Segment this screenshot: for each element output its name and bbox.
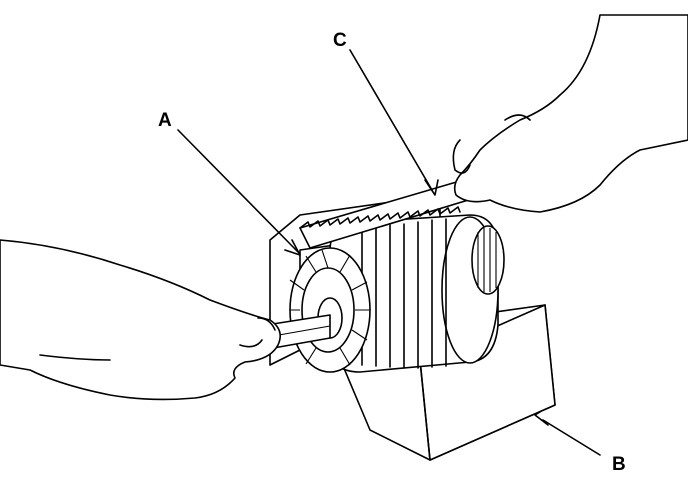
arrowhead-a xyxy=(284,239,301,256)
armature-slots xyxy=(361,218,447,369)
callout-c: C xyxy=(333,30,347,51)
commutator xyxy=(289,247,371,373)
leader-c xyxy=(349,49,433,191)
arrowhead-b xyxy=(534,411,549,426)
callout-b: B xyxy=(612,454,626,475)
armature xyxy=(329,214,505,373)
left-hand xyxy=(0,239,281,401)
leader-a xyxy=(177,129,299,253)
leader-b xyxy=(542,419,601,456)
leader-lines xyxy=(177,49,601,456)
callout-a: A xyxy=(158,110,172,131)
arrowhead-c xyxy=(424,179,439,196)
right-hand xyxy=(452,14,688,213)
